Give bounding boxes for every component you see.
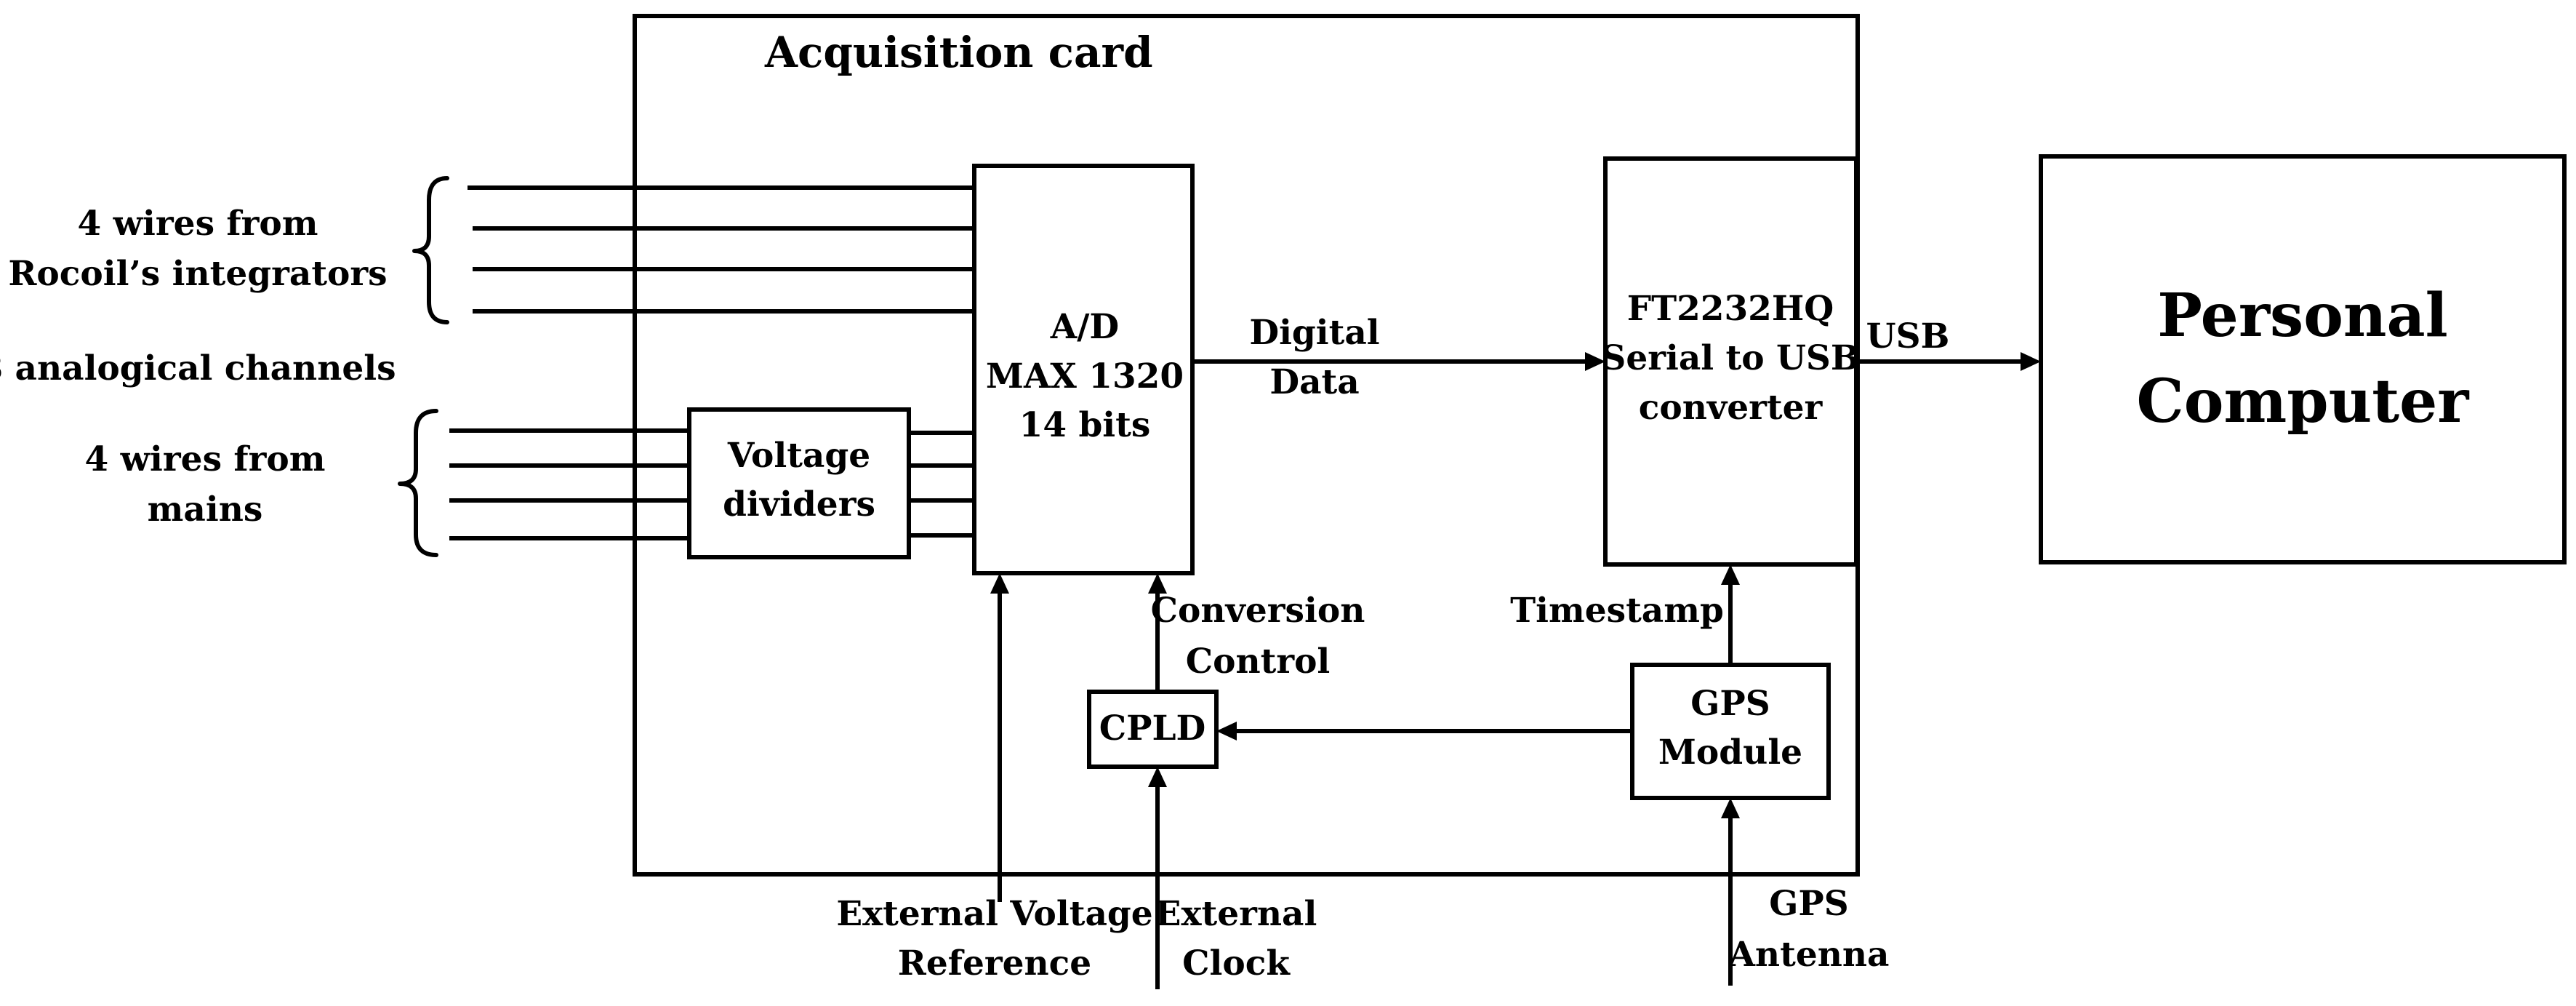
adc-label-line1: A/D	[1050, 307, 1119, 347]
external-voltage-reference-label-line2: Reference	[898, 943, 1091, 983]
timestamp-arrow	[1721, 564, 1740, 665]
voltage-dividers-box	[687, 407, 911, 559]
adc-box	[972, 164, 1195, 575]
rocoil-label-line1: 4 wires from	[78, 204, 318, 244]
personal-computer-box	[2039, 154, 2567, 564]
gps-antenna-arrow	[1721, 798, 1740, 986]
gps-module-label-line2: Module	[1658, 732, 1802, 773]
external-voltage-reference-label-line1: External Voltage	[836, 894, 1152, 934]
digital-data-arrow	[1192, 352, 1605, 371]
usb-converter-label-line1: FT2232HQ	[1627, 289, 1834, 329]
gps-antenna-label-line2: Antenna	[1728, 935, 1889, 975]
mains-label-line1: 4 wires from	[85, 439, 326, 479]
mains-label-line2: mains	[148, 490, 263, 530]
digital-data-label-line2: Data	[1269, 362, 1359, 402]
usb-converter-label-line2: Serial to USB	[1601, 338, 1859, 378]
usb-label: USB	[1866, 316, 1950, 356]
gps-module-label-line1: GPS	[1690, 684, 1770, 724]
external-clock-arrow	[1148, 767, 1167, 989]
external-clock-label-line2: Clock	[1182, 943, 1291, 983]
conversion-control-arrow	[1148, 573, 1167, 692]
mains-input-wires	[449, 428, 689, 540]
external-voltage-reference-arrow	[990, 573, 1009, 902]
adc-label-line2: MAX 1320	[986, 356, 1184, 396]
voltage-dividers-label-line1: Voltage	[727, 436, 870, 476]
usb-converter-label-line3: converter	[1639, 388, 1823, 428]
conversion-control-label-line2: Control	[1186, 642, 1331, 682]
acquisition-card-title: Acquisition card	[764, 28, 1153, 77]
gps-antenna-label-line1: GPS	[1769, 884, 1848, 924]
usb-arrow	[1856, 352, 2041, 371]
divider-output-wires	[909, 431, 974, 538]
rocoil-input-wires	[468, 185, 974, 314]
conversion-control-label-line1: Conversion	[1151, 591, 1365, 631]
gps-to-cpld-arrow	[1216, 722, 1632, 740]
voltage-dividers-label-line2: dividers	[723, 484, 875, 524]
external-clock-label-line1: External	[1155, 894, 1317, 934]
mains-brace	[398, 409, 438, 557]
personal-computer-label-line1: Personal	[2157, 281, 2448, 351]
rocoil-label-line2: Rocoil’s integrators	[8, 254, 387, 294]
cpld-label: CPLD	[1099, 708, 1206, 748]
timestamp-label: Timestamp	[1510, 591, 1724, 631]
cpld-box	[1087, 690, 1219, 769]
digital-data-label-line1: Digital	[1249, 313, 1379, 353]
adc-label-line3: 14 bits	[1019, 405, 1151, 445]
personal-computer-label-line2: Computer	[2137, 367, 2471, 436]
channels-note: 8 analogical channels	[0, 348, 396, 388]
rocoil-brace	[412, 176, 449, 324]
